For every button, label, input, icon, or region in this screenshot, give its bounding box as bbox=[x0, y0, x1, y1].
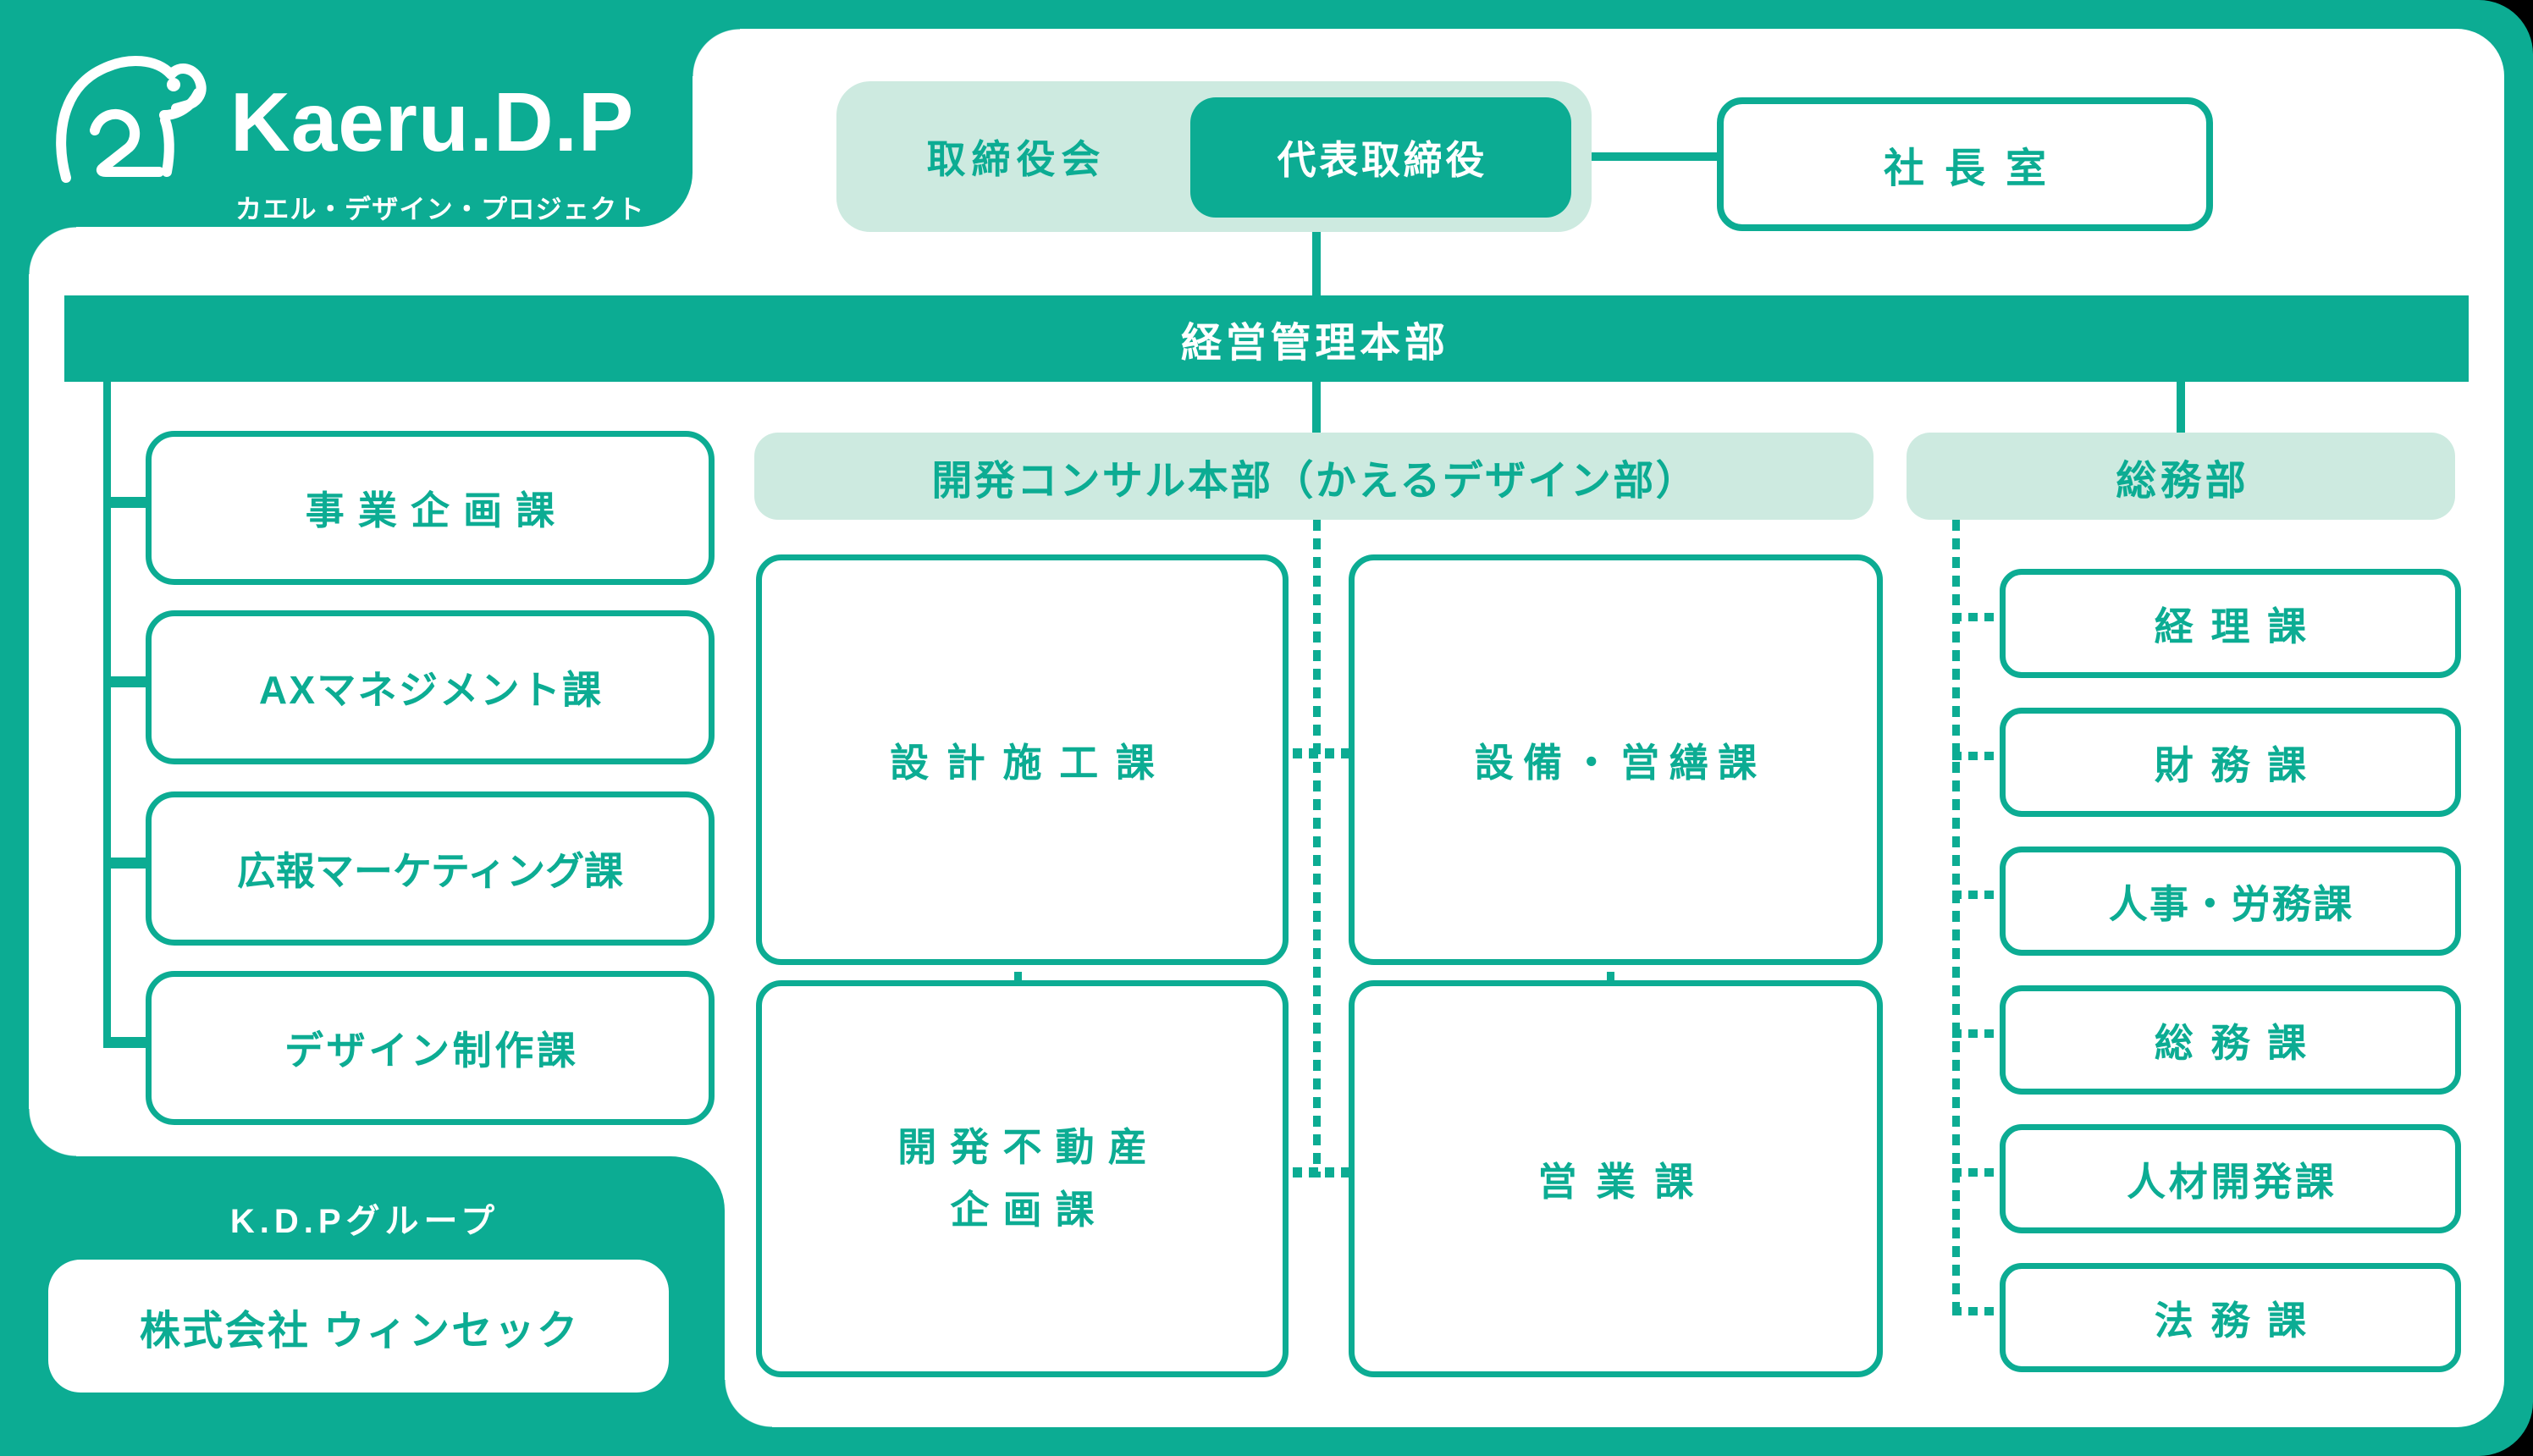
dept-label: 事業企画課 bbox=[305, 488, 569, 532]
connector-dash-stub-jinji bbox=[1952, 891, 2001, 899]
dev-consulting-label: 開発コンサル本部（かえるデザイン部） bbox=[931, 458, 1699, 504]
dev-consulting-header: 開発コンサル本部（かえるデザイン部） bbox=[754, 433, 1874, 520]
section-box-design-construction: 設計施工課 bbox=[756, 554, 1289, 965]
frog-logo-icon bbox=[56, 56, 207, 183]
management-hq-bar: 経営管理本部 bbox=[64, 295, 2469, 382]
group-company-label: 株式会社 ウィンセック bbox=[139, 1308, 580, 1354]
board-box: 取締役会 bbox=[836, 81, 1190, 232]
ga-box-general-affairs: 総務課 bbox=[2000, 985, 2461, 1095]
dept-box-business-planning: 事業企画課 bbox=[146, 431, 715, 585]
ga-label: 財務課 bbox=[2154, 742, 2324, 787]
kdp-group-label-text: K.D.Pグループ bbox=[229, 1203, 500, 1240]
frog-eye-dot bbox=[167, 78, 180, 91]
dept-box-design-production: デザイン制作課 bbox=[146, 971, 715, 1125]
corner-wedge-kdp-right bbox=[725, 1380, 772, 1427]
corner-wedge-kdp-top bbox=[29, 1109, 76, 1156]
connector-dash-row2 bbox=[1277, 1167, 1349, 1177]
connector-dash-ga-trunk bbox=[1952, 520, 1960, 1315]
section-label-line2: 企画課 bbox=[950, 1187, 1108, 1232]
connector-director-to-office bbox=[1570, 152, 1719, 161]
section-box-sales: 営業課 bbox=[1349, 980, 1883, 1377]
board-label: 取締役会 bbox=[926, 137, 1106, 181]
general-affairs-label: 総務部 bbox=[2116, 458, 2250, 504]
connector-dash-stub-somuka bbox=[1952, 1029, 2001, 1038]
connector-stub-business-planning bbox=[103, 497, 152, 508]
brand-subtitle: カエル・デザイン・プロジェクト bbox=[235, 195, 645, 224]
management-hq-label: 経営管理本部 bbox=[1180, 321, 1449, 366]
ga-box-legal: 法務課 bbox=[2000, 1263, 2461, 1372]
dept-box-ax-management: AXマネジメント課 bbox=[146, 610, 715, 764]
connector-dash-stub-keiri bbox=[1952, 613, 2001, 621]
presidents-office-label: 社長室 bbox=[1883, 146, 2067, 191]
connector-left-trunk bbox=[103, 381, 111, 1047]
connector-dash-row1 bbox=[1277, 748, 1349, 758]
ga-box-accounting: 経理課 bbox=[2000, 569, 2461, 678]
ga-box-hr-development: 人材開発課 bbox=[2000, 1124, 2461, 1233]
connector-stub-ax-management bbox=[103, 676, 152, 687]
general-affairs-header: 総務部 bbox=[1907, 433, 2455, 520]
connector-stub-pr-marketing bbox=[103, 858, 152, 869]
section-box-equipment-maintenance: 設備・営繕課 bbox=[1349, 554, 1883, 965]
presidents-office-box: 社長室 bbox=[1717, 97, 2213, 231]
representative-director-label: 代表取締役 bbox=[1277, 138, 1488, 182]
connector-dash-stub-zaimu bbox=[1952, 752, 2001, 760]
connector-stub-design-production bbox=[103, 1037, 152, 1048]
brand-title: Kaeru.D.P bbox=[230, 75, 635, 168]
dept-label: AXマネジメント課 bbox=[258, 668, 604, 712]
section-label-line1: 開発不動産 bbox=[897, 1124, 1161, 1169]
corner-wedge-logo-bottom bbox=[29, 227, 76, 274]
dept-label: 広報マーケティング課 bbox=[236, 849, 624, 893]
group-company-box: 株式会社 ウィンセック bbox=[48, 1260, 669, 1393]
ga-box-finance: 財務課 bbox=[2000, 708, 2461, 817]
ga-label: 人材開発課 bbox=[2127, 1159, 2337, 1204]
connector-dash-devconsult-spine bbox=[1313, 520, 1321, 1177]
ga-box-hr-labor: 人事・労務課 bbox=[2000, 847, 2461, 956]
section-label: 営業課 bbox=[1537, 1159, 1714, 1204]
section-box-dev-realestate-planning: 開発不動産 企画課 bbox=[756, 980, 1289, 1377]
ga-label: 経理課 bbox=[2154, 604, 2324, 648]
connector-dash-stub-homu bbox=[1952, 1307, 2001, 1315]
kdp-group-label: K.D.Pグループ bbox=[0, 1194, 725, 1243]
connector-dash-setsubi-to-eigyo bbox=[1607, 953, 1614, 982]
connector-dash-stub-jinzai bbox=[1952, 1168, 2001, 1177]
section-label: 設計施工課 bbox=[890, 740, 1173, 785]
dept-label: デザイン制作課 bbox=[284, 1029, 579, 1073]
ga-label: 総務課 bbox=[2154, 1020, 2324, 1065]
connector-dash-sekkei-to-fudosan bbox=[1014, 953, 1022, 982]
representative-director-box: 代表取締役 bbox=[1190, 97, 1571, 218]
corner-wedge-logo-right bbox=[693, 29, 740, 76]
ga-label: 法務課 bbox=[2154, 1298, 2324, 1343]
connector-director-to-hq bbox=[1312, 217, 1321, 298]
dept-box-pr-marketing: 広報マーケティング課 bbox=[146, 791, 715, 946]
connector-hq-to-generalaffairs bbox=[2177, 381, 2185, 434]
connector-hq-to-devconsult bbox=[1312, 381, 1321, 434]
ga-label: 人事・労務課 bbox=[2108, 881, 2354, 926]
section-label: 設備・営繕課 bbox=[1474, 740, 1767, 785]
